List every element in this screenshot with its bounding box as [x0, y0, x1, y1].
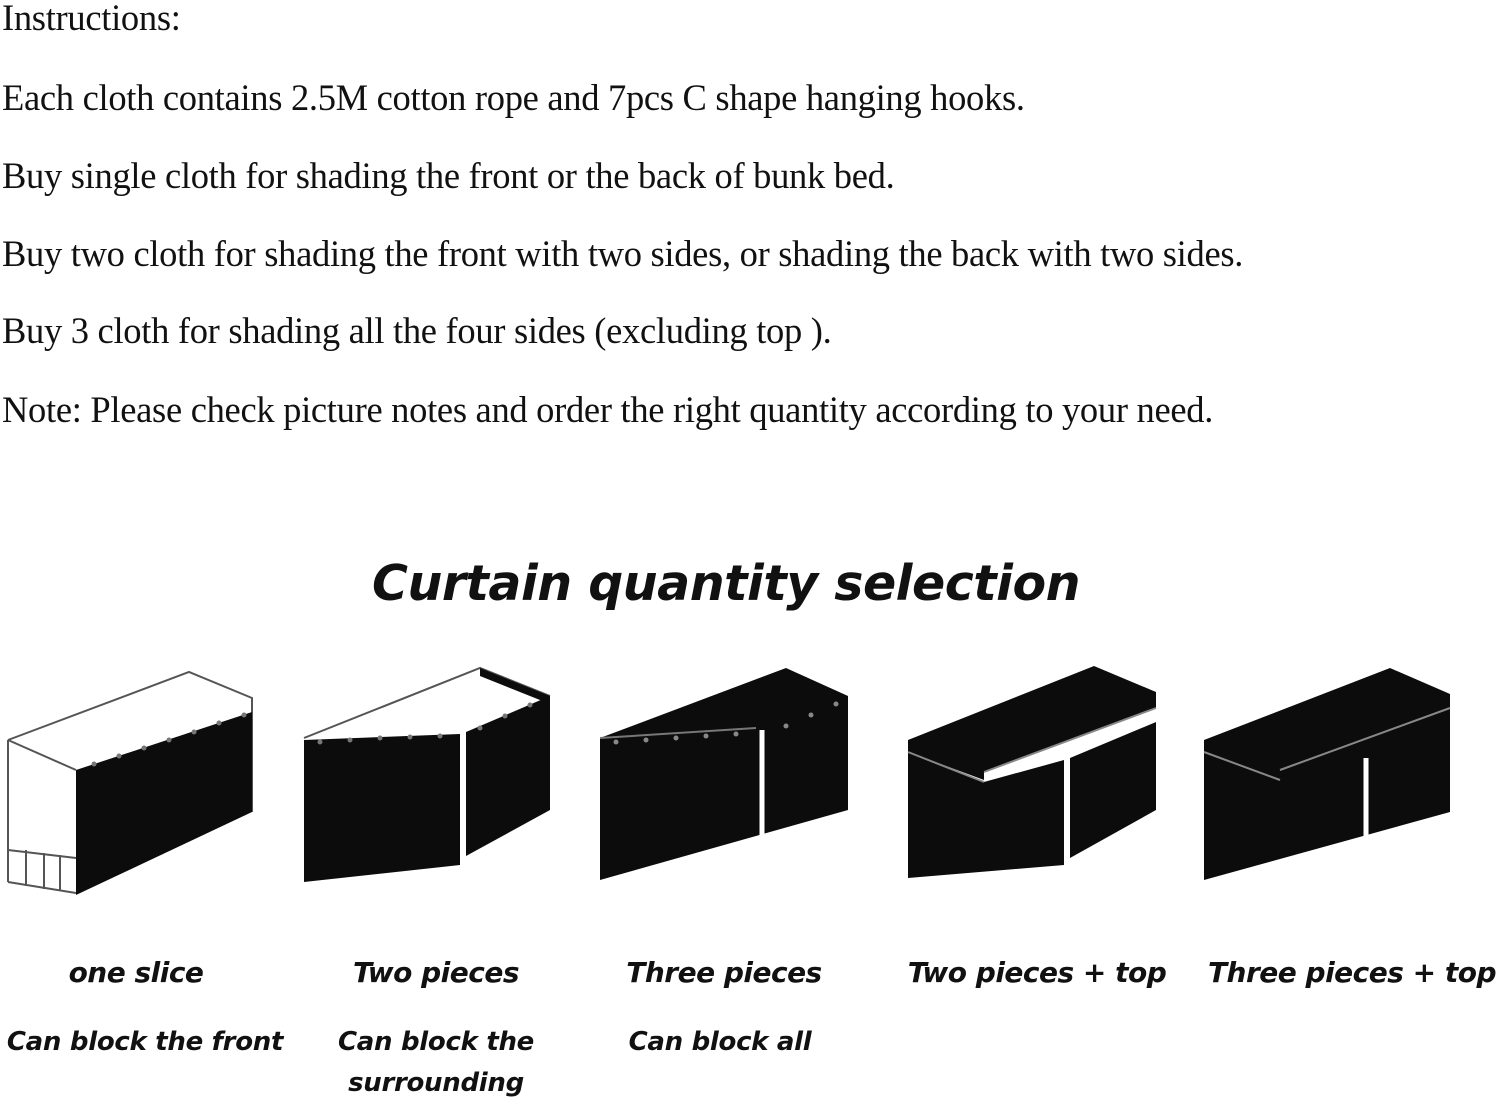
section-title: Curtain quantity selection: [371, 555, 1081, 612]
bed-illustration-three-pieces: [596, 660, 854, 900]
option-description-two-pieces: Can block the surrounding: [337, 1027, 534, 1098]
bed-illustration-one-slice: [4, 660, 259, 900]
option-caption-three-pieces: Three pieces: [626, 956, 822, 989]
option-caption-three-pieces-top: Three pieces + top: [1207, 956, 1497, 989]
option-caption-two-pieces-top: Two pieces + top: [907, 956, 1167, 989]
instruction-line: Buy two cloth for shading the front with…: [2, 233, 1244, 274]
instruction-line: Buy 3 cloth for shading all the four sid…: [2, 310, 832, 351]
option-description-one-slice: Can block the front: [6, 1027, 284, 1057]
option-caption-two-pieces: Two pieces: [353, 956, 519, 989]
instructions-heading: Instructions:: [2, 0, 181, 38]
instruction-line: Each cloth contains 2.5M cotton rope and…: [2, 77, 1025, 118]
bed-illustration-three-pieces-top: [1200, 660, 1456, 900]
option-caption-one-slice: one slice: [68, 956, 204, 989]
instruction-line: Buy single cloth for shading the front o…: [2, 155, 895, 196]
bed-illustration-two-pieces: [300, 660, 558, 900]
bed-illustration-two-pieces-top: [904, 660, 1160, 900]
instruction-note: Note: Please check picture notes and ord…: [2, 389, 1214, 430]
option-description-three-pieces: Can block all: [628, 1027, 812, 1057]
